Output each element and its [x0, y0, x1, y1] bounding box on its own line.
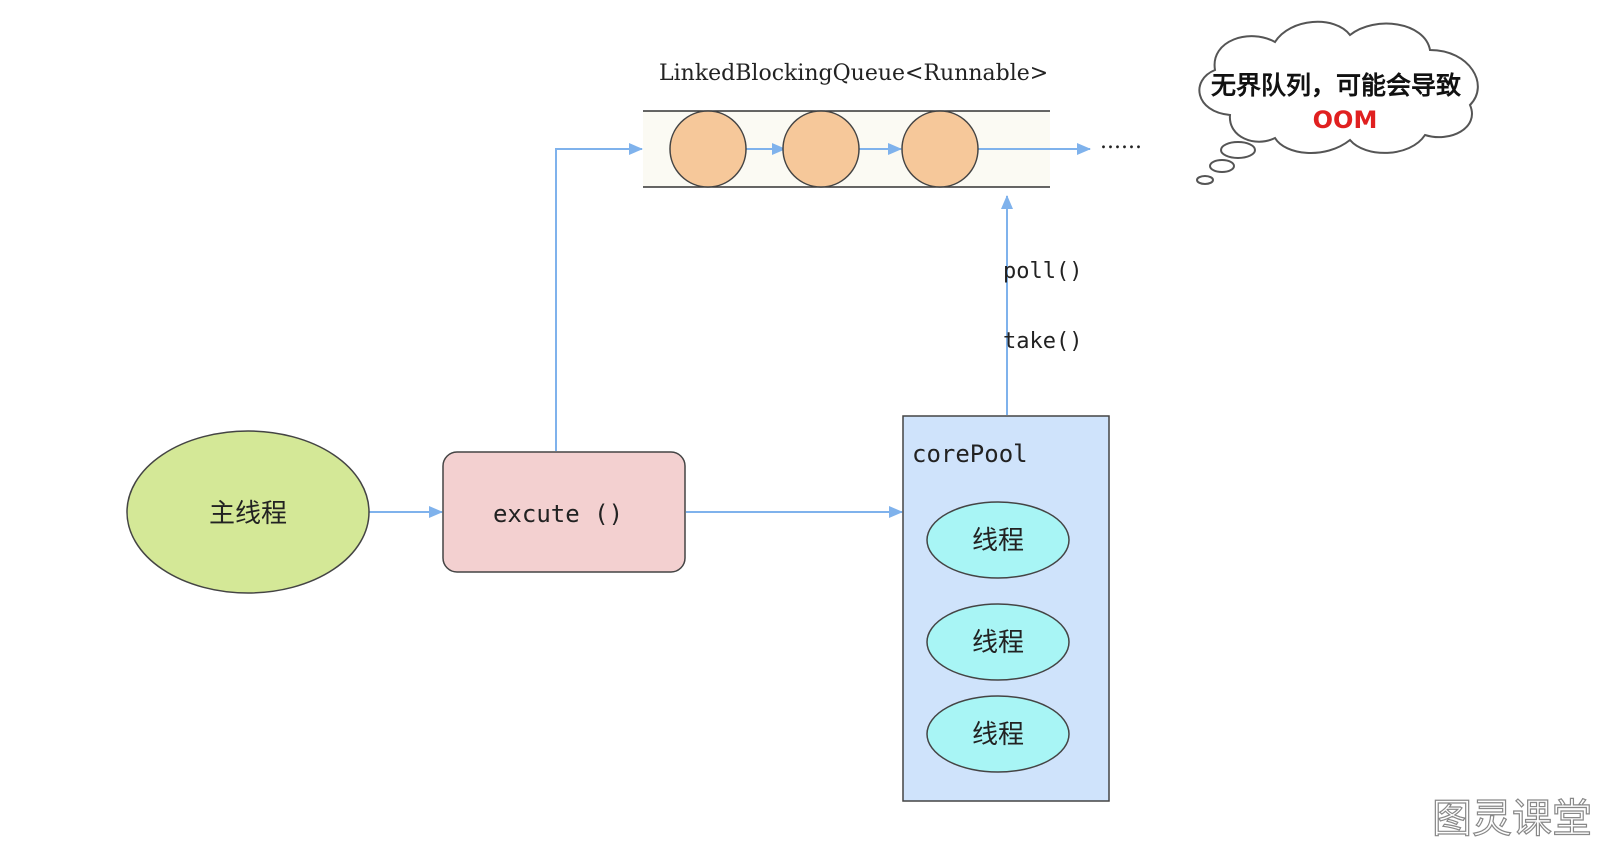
cloud-oom: OOM [1313, 106, 1378, 134]
thought-cloud [1196, 20, 1479, 185]
take-label: take() [1003, 329, 1082, 354]
thread-label-2: 线程 [972, 628, 1024, 658]
poll-label: poll() [1003, 259, 1082, 284]
queue-item [782, 110, 860, 188]
thread-label-1: 线程 [972, 526, 1024, 556]
queue-item [901, 110, 979, 188]
queue-item [669, 110, 747, 188]
queue-ellipsis: ...... [1100, 129, 1142, 154]
thread-node-2 [926, 603, 1070, 681]
arrow-execute-to-queue [555, 143, 643, 451]
cloud-line1: 无界队列，可能会导致 [1211, 71, 1462, 100]
execute-label: excute () [493, 500, 623, 528]
main-thread-node [126, 430, 370, 594]
execute-node [442, 451, 686, 573]
thread-node-3 [926, 695, 1070, 773]
watermark: 图灵课堂 [1432, 796, 1592, 842]
main-thread-label: 主线程 [209, 499, 287, 529]
thread-label-3: 线程 [972, 720, 1024, 750]
queue-label: LinkedBlockingQueue<Runnable> [659, 61, 1048, 86]
thread-node-1 [926, 501, 1070, 579]
core-pool-label: corePool [912, 440, 1028, 468]
